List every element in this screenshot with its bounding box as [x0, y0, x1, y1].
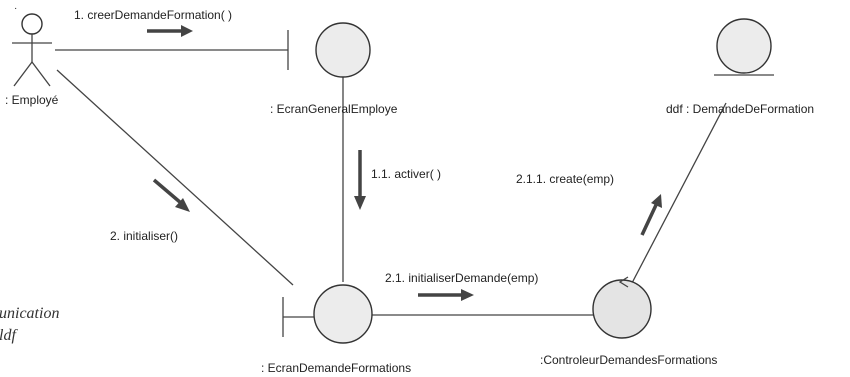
message-arrow-shaft: [640, 204, 658, 236]
controleur-label: :ControleurDemandesFormations: [540, 353, 717, 367]
message-initialiser-demande: 2.1. initialiserDemande(emp): [385, 271, 538, 301]
boundary-ecran-general-employe: : EcranGeneralEmploye: [270, 22, 398, 116]
ecran-demande-label: : EcranDemandeFormations: [261, 361, 411, 375]
actor-label: : Employé: [5, 93, 59, 107]
actor-head: [21, 13, 43, 35]
message-arrow-head: [354, 196, 366, 210]
message-label: 1. creerDemandeFormation( ): [74, 8, 232, 22]
boundary-circle: [315, 22, 371, 78]
caption: unication ldf: [0, 305, 59, 344]
control-arrowhead: [618, 276, 629, 288]
ecran-general-label: : EcranGeneralEmploye: [270, 102, 398, 116]
actor-left-leg: [13, 61, 33, 87]
link-employe-ecran-demande: [56, 69, 294, 286]
actor-mark: ·: [14, 3, 17, 14]
message-arrow-shaft: [152, 178, 183, 205]
message-initialiser: 2. initialiser(): [110, 178, 190, 243]
message-label: 2.1. initialiserDemande(emp): [385, 271, 538, 285]
control-controleur-demandes-formations: :ControleurDemandesFormations: [540, 276, 717, 367]
link-controleur-demande: [631, 102, 727, 284]
boundary-ecran-demande-formations: : EcranDemandeFormations: [261, 284, 411, 375]
message-arrow-head: [181, 25, 193, 37]
demande-label: ddf : DemandeDeFormation: [666, 102, 814, 116]
actor-right-leg: [31, 61, 51, 87]
message-label: 2.1.1. create(emp): [516, 172, 614, 186]
message-arrow-head: [175, 198, 190, 212]
entity-circle: [716, 18, 772, 74]
caption-line-2: ldf: [0, 327, 18, 344]
control-circle: [592, 279, 652, 339]
message-creer-demande-formation: 1. creerDemandeFormation( ): [74, 8, 232, 37]
message-create: 2.1.1. create(emp): [516, 172, 662, 236]
message-arrow-head: [651, 194, 662, 208]
links: [55, 49, 727, 316]
entity-demande-de-formation: ddf : DemandeDeFormation: [666, 18, 814, 116]
message-label: 2. initialiser(): [110, 229, 178, 243]
message-activer: 1.1. activer( ): [354, 150, 441, 210]
boundary-circle: [313, 284, 373, 344]
message-arrow-head: [461, 289, 474, 301]
caption-line-1: unication: [0, 305, 59, 322]
actor-employe: · : Employé: [5, 3, 59, 107]
message-label: 1.1. activer( ): [371, 167, 441, 181]
